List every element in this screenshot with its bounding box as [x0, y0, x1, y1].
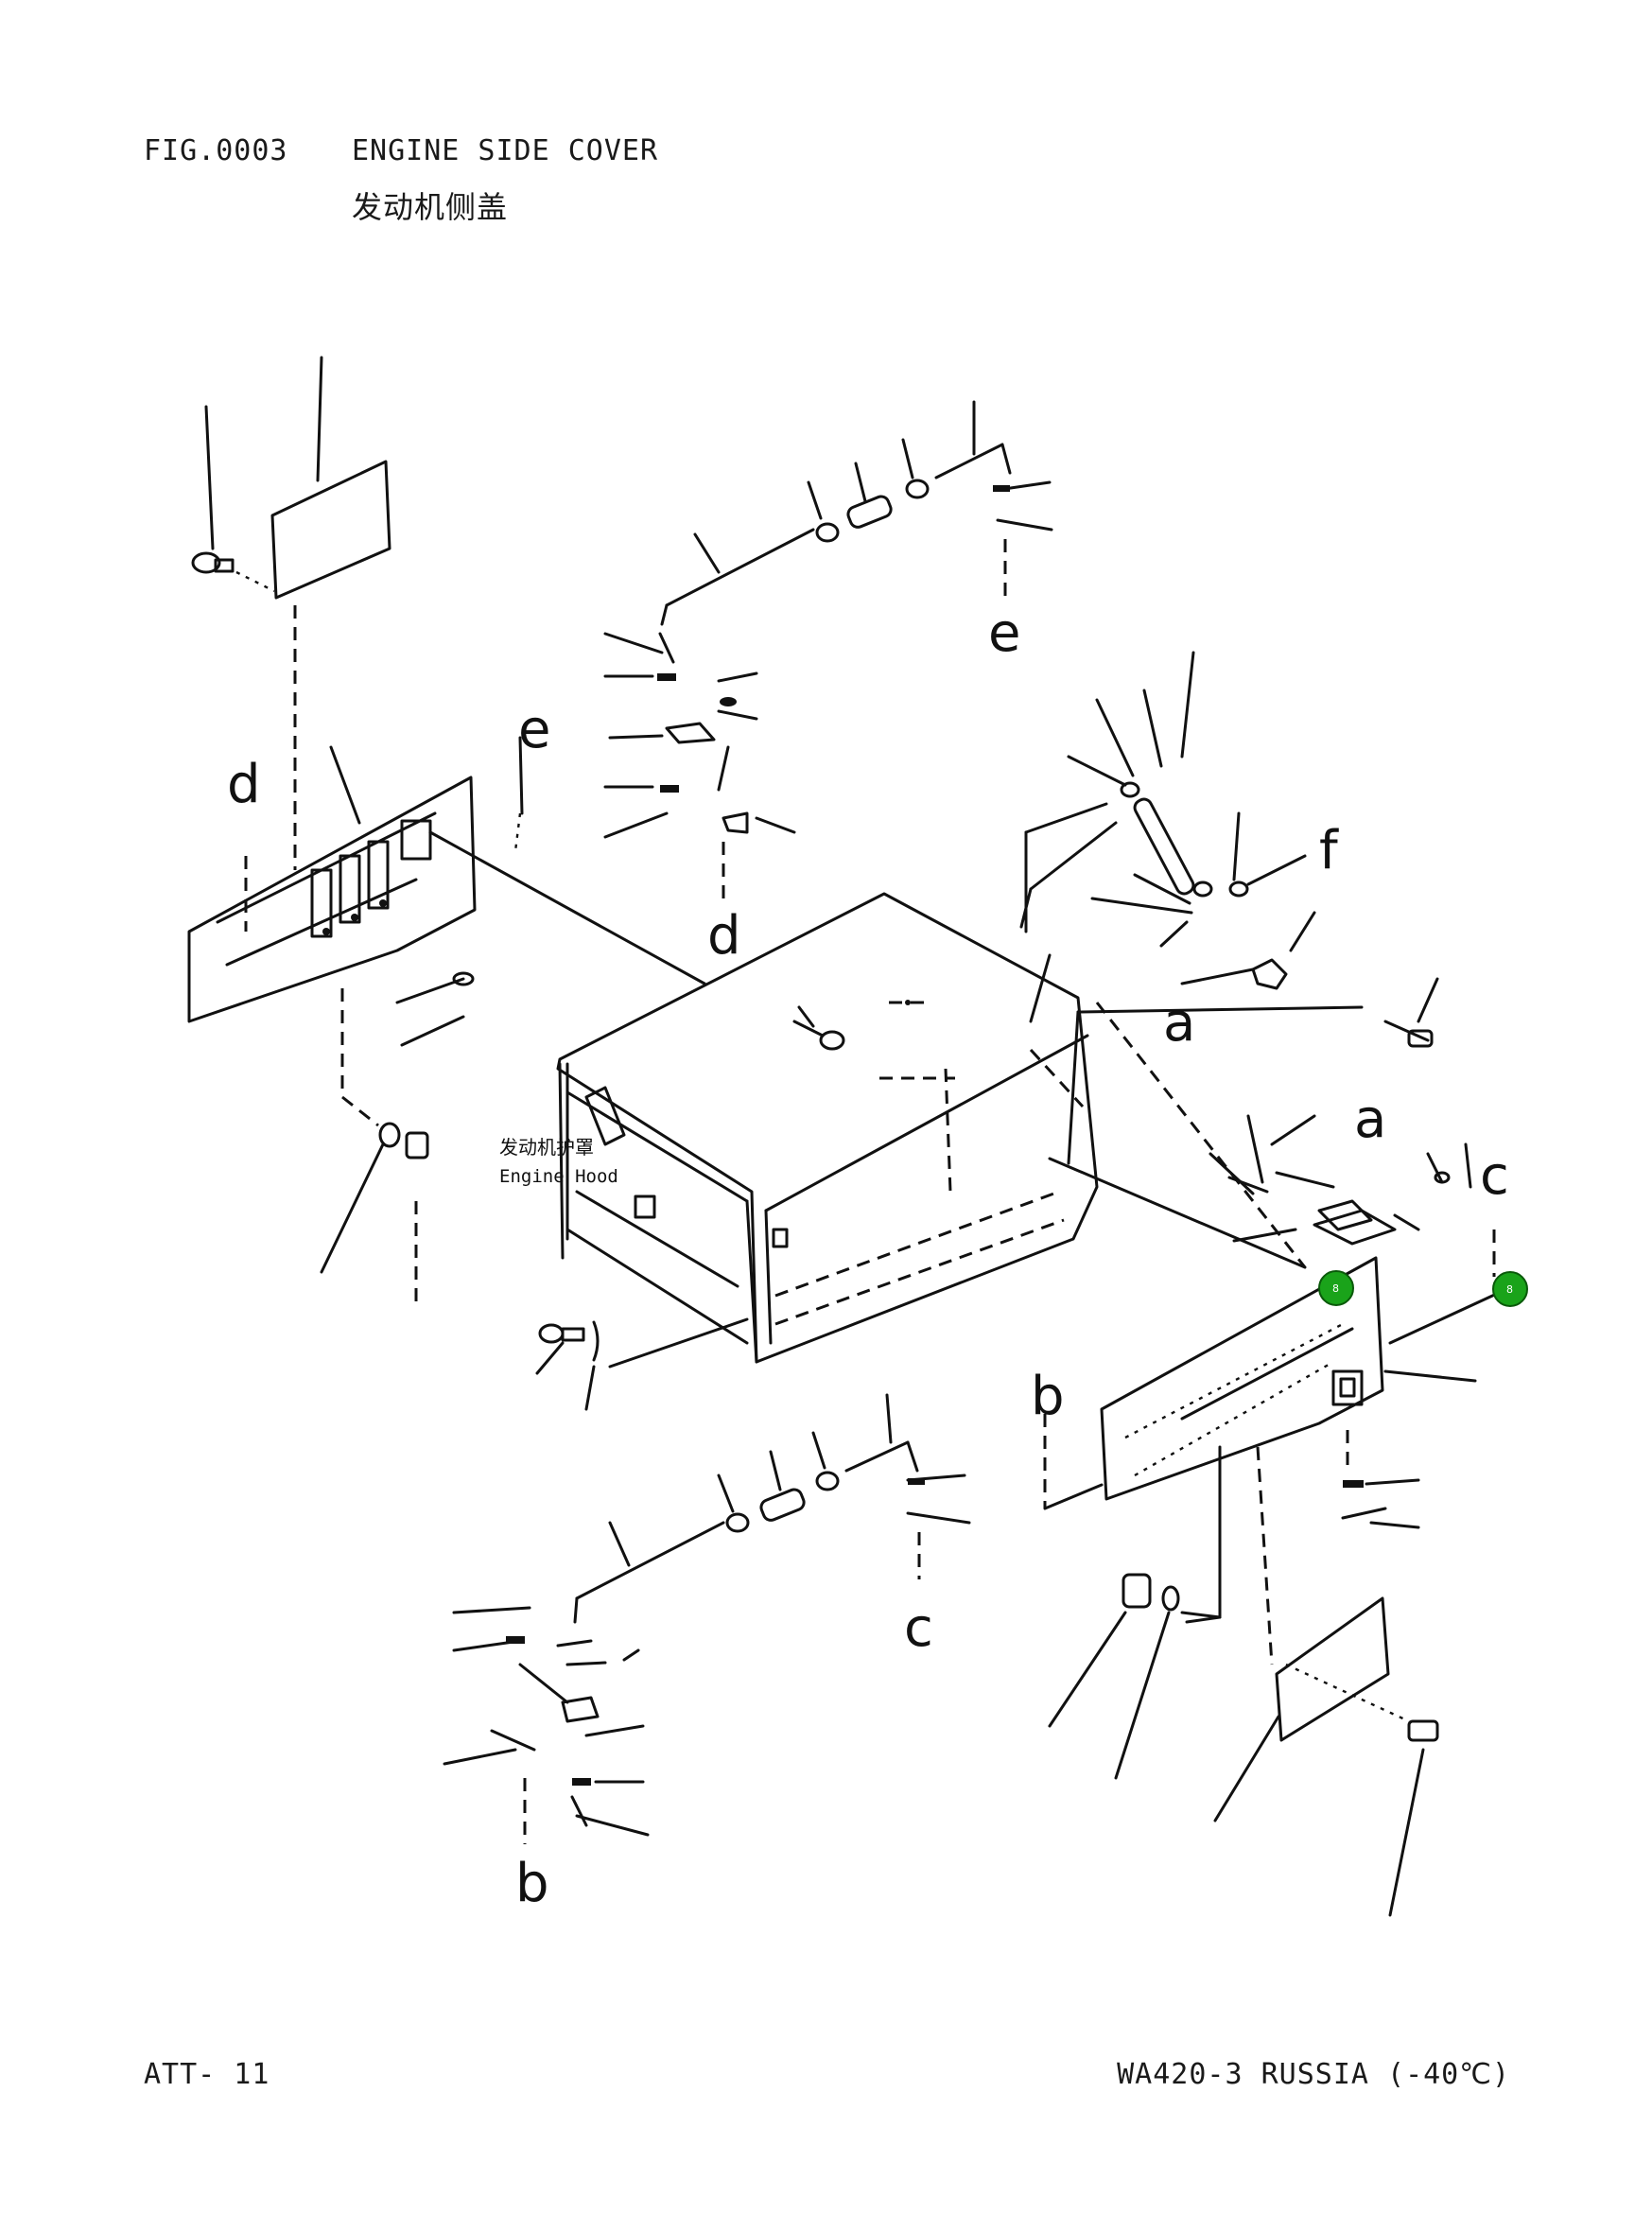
ref-letter-a-lower: a: [1354, 1089, 1386, 1150]
engine-hood-label-cn: 发动机护罩: [499, 1136, 594, 1159]
callout-marker-label: 8: [1506, 1283, 1513, 1296]
upper-hinge-rod-assembly: [603, 400, 1053, 903]
model-designation: WA420-3 RUSSIA (-40℃): [1117, 2058, 1510, 2091]
upper-left-plate: [191, 356, 391, 870]
figure-number: FIG.0003: [144, 134, 288, 167]
ref-letter-f: f: [1319, 820, 1339, 881]
ref-letter-c-lower: c: [904, 1597, 933, 1659]
engine-hood-label-en: Engine Hood: [499, 1166, 618, 1187]
ref-letter-d-center: d: [707, 905, 741, 967]
lower-hinge-rod-assembly: [443, 1393, 971, 1844]
gas-spring-assembly: [1024, 651, 1316, 990]
callout-marker[interactable]: 8: [1318, 1270, 1354, 1306]
callout-marker[interactable]: 8: [1492, 1271, 1528, 1307]
lower-right-plate: [1048, 1573, 1439, 1917]
callout-marker-label: 8: [1332, 1282, 1339, 1295]
ref-letter-c-right: c: [1480, 1145, 1509, 1207]
ref-letter-a-upper: a: [1163, 992, 1195, 1054]
engine-hood: [556, 821, 1118, 1364]
figure-title: ENGINE SIDE COVER: [352, 134, 659, 167]
ref-letter-e-right: e: [988, 602, 1020, 664]
ref-letter-d-left: d: [227, 754, 261, 815]
ref-letter-e-upper: e: [518, 699, 550, 760]
left-side-cover: [187, 736, 706, 1305]
figure-title-cn: 发动机侧盖: [352, 189, 509, 225]
ref-letter-b-right: b: [1031, 1366, 1065, 1427]
left-hood-bolt: [535, 977, 1439, 1411]
ref-letter-b-lower: b: [515, 1853, 549, 1914]
right-side-cover: [1043, 1002, 1515, 1665]
page-code: ATT- 11: [144, 2058, 270, 2091]
